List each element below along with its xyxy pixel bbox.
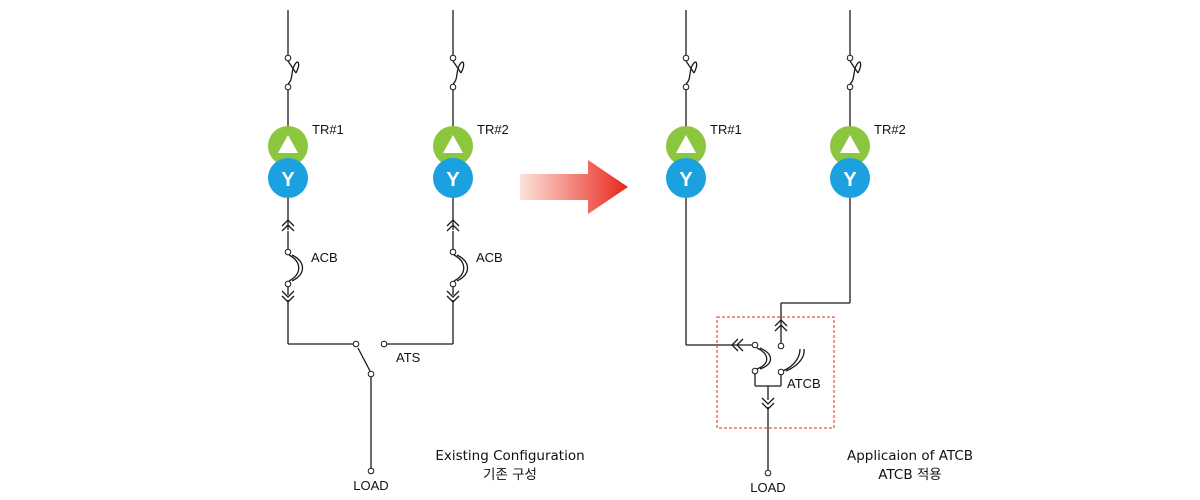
terminal-node xyxy=(682,54,690,62)
terminal-node xyxy=(284,83,292,91)
delta-wye-transformer-icon: Y xyxy=(666,126,706,198)
terminal-node xyxy=(682,83,690,91)
delta-triangle-icon xyxy=(278,135,298,153)
terminal-node xyxy=(777,342,785,350)
circuit-breaker-icon xyxy=(288,254,304,282)
wye-winding xyxy=(268,158,308,198)
ats-label: ATS xyxy=(396,350,421,365)
load-label: LOAD xyxy=(353,478,388,493)
drawout-connector-icon xyxy=(774,319,788,332)
caption-subtitle: 기존 구성 xyxy=(483,467,537,483)
drawout-connector-icon xyxy=(281,219,295,232)
feeder-2-right: Y TR#2 xyxy=(774,10,906,343)
transformer-label: TR#2 xyxy=(874,122,906,137)
terminal-node xyxy=(380,340,388,348)
terminal-node xyxy=(284,280,292,288)
caption-title: Existing Configuration xyxy=(435,448,584,464)
drawout-connector-icon xyxy=(731,338,744,352)
wye-symbol: Y xyxy=(679,169,693,191)
wye-winding xyxy=(830,158,870,198)
transformer-label: TR#1 xyxy=(312,122,344,137)
wire xyxy=(357,347,371,372)
ats-switch-icon xyxy=(352,340,388,378)
feeder-1-left: Y TR#1 ACB xyxy=(268,10,353,345)
terminal-node xyxy=(449,83,457,91)
wire xyxy=(456,254,469,282)
wire xyxy=(452,61,465,85)
wire xyxy=(281,219,295,232)
delta-wye-transformer-icon: Y xyxy=(268,126,308,198)
wye-winding xyxy=(433,158,473,198)
wire xyxy=(849,60,859,74)
terminal-node xyxy=(751,341,759,349)
wire xyxy=(287,61,300,85)
caption-title: Applicaion of ATCB xyxy=(847,448,973,464)
wye-symbol: Y xyxy=(446,169,460,191)
terminal-node xyxy=(449,280,457,288)
wire xyxy=(782,348,801,372)
atcb-configuration: Y TR#1 Y TR#2 xyxy=(666,10,973,495)
wire xyxy=(453,254,465,282)
acb-label: ACB xyxy=(476,250,503,265)
fuse-switch-icon xyxy=(849,60,862,85)
terminal-node xyxy=(352,340,360,348)
wire xyxy=(774,319,788,332)
delta-triangle-icon xyxy=(676,135,696,153)
acb-label: ACB xyxy=(311,250,338,265)
transformer-label: TR#2 xyxy=(477,122,509,137)
terminal-node xyxy=(751,367,759,375)
terminal-node xyxy=(367,370,375,378)
wye-winding xyxy=(666,158,706,198)
terminal-node xyxy=(449,248,457,256)
wire xyxy=(452,60,462,74)
wire xyxy=(685,61,698,85)
wye-symbol: Y xyxy=(843,169,857,191)
existing-configuration: Y TR#1 ACB xyxy=(268,10,585,493)
delta-wye-transformer-icon: Y xyxy=(830,126,870,198)
terminal-node xyxy=(764,469,772,477)
fuse-switch-icon xyxy=(452,60,465,85)
load-label: LOAD xyxy=(750,480,785,495)
terminal-node xyxy=(284,54,292,62)
wire xyxy=(685,60,695,74)
right-arrow-icon xyxy=(520,160,628,214)
wire xyxy=(849,61,862,85)
wire xyxy=(287,60,297,74)
terminal-node xyxy=(449,54,457,62)
wire xyxy=(446,219,460,232)
atcb-label: ATCB xyxy=(787,376,821,391)
terminal-node xyxy=(367,467,375,475)
circuit-breaker-icon xyxy=(756,347,772,370)
terminal-node xyxy=(777,368,785,376)
circuit-breaker-icon xyxy=(453,254,469,282)
delta-wye-transformer-icon: Y xyxy=(433,126,473,198)
circuit-breaker-icon xyxy=(782,348,805,372)
wire xyxy=(785,348,805,372)
wire xyxy=(291,254,304,282)
wire xyxy=(756,347,768,370)
delta-triangle-icon xyxy=(840,135,860,153)
drawout-connector-icon xyxy=(446,219,460,232)
caption-subtitle: ATCB 적용 xyxy=(878,467,941,483)
feeder-1-right: Y TR#1 xyxy=(666,10,752,352)
fuse-switch-icon xyxy=(685,60,698,85)
wire xyxy=(288,254,300,282)
wire xyxy=(731,338,744,352)
fuse-switch-icon xyxy=(287,60,300,85)
terminal-node xyxy=(846,83,854,91)
wire xyxy=(759,347,772,370)
feeder-2-left: Y TR#2 ACB xyxy=(387,10,509,345)
delta-triangle-icon xyxy=(443,135,463,153)
atcb-boundary xyxy=(716,316,835,429)
terminal-node xyxy=(284,248,292,256)
wye-symbol: Y xyxy=(281,169,295,191)
terminal-node xyxy=(846,54,854,62)
transformer-label: TR#1 xyxy=(710,122,742,137)
